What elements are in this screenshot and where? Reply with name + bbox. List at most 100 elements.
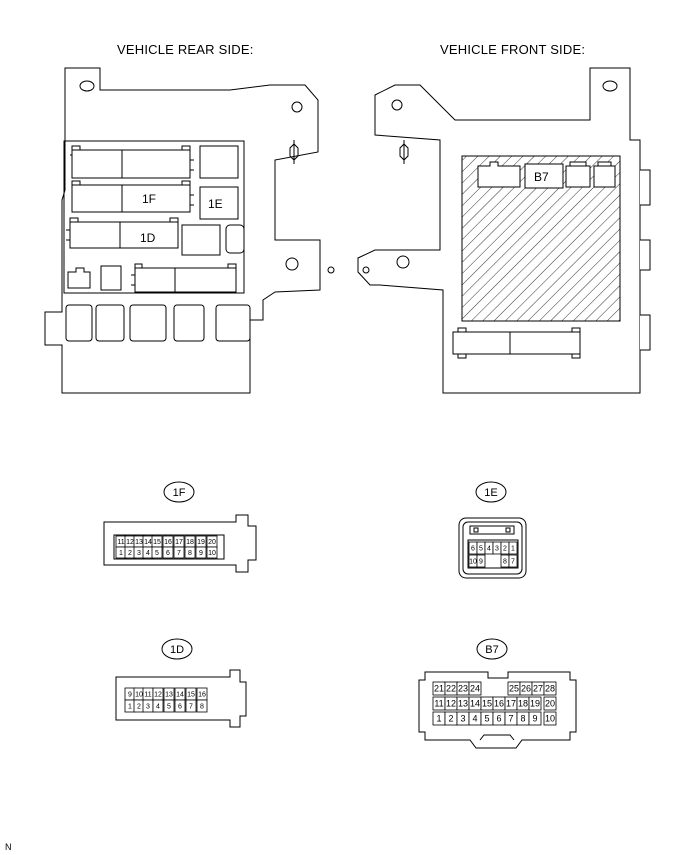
pin-cell bbox=[528, 711, 542, 726]
pin-1d-13: 13 bbox=[165, 692, 173, 699]
pin-cell bbox=[528, 696, 542, 711]
pin-1f-20: 20 bbox=[208, 539, 216, 546]
pin-cell bbox=[543, 711, 557, 726]
pin-1e-4: 4 bbox=[487, 546, 491, 553]
pin-1d-15: 15 bbox=[187, 692, 195, 699]
pin-b7-19: 19 bbox=[530, 699, 540, 709]
pin-1f-7: 7 bbox=[177, 550, 181, 557]
pin-1f-15: 15 bbox=[153, 539, 161, 546]
pin-cell bbox=[476, 554, 486, 568]
pin-1d-8: 8 bbox=[200, 704, 204, 711]
rear-junction-block: 1F 1E 1D bbox=[44, 67, 335, 394]
pin-b7-28: 28 bbox=[545, 684, 555, 694]
pin-b7-26: 26 bbox=[521, 684, 531, 694]
pin-b7-18: 18 bbox=[518, 699, 528, 709]
front-side-title: VEHICLE FRONT SIDE: bbox=[440, 42, 586, 57]
pin-cell bbox=[152, 699, 164, 713]
pin-b7-12: 12 bbox=[446, 699, 456, 709]
pin-b7-27: 27 bbox=[533, 684, 543, 694]
pin-b7-17: 17 bbox=[506, 699, 516, 709]
pin-1d-12: 12 bbox=[154, 692, 162, 699]
pin-cell bbox=[508, 541, 518, 555]
connector-1f-tag: 1F bbox=[173, 487, 186, 499]
pin-1f-13: 13 bbox=[135, 539, 143, 546]
pin-b7-4: 4 bbox=[472, 714, 477, 724]
front-junction-block: B7 bbox=[357, 67, 651, 394]
pin-b7-1: 1 bbox=[436, 714, 441, 724]
pin-1f-16: 16 bbox=[164, 539, 172, 546]
pin-1f-3: 3 bbox=[137, 550, 141, 557]
pin-b7-11: 11 bbox=[434, 699, 443, 709]
pin-cell bbox=[543, 681, 557, 696]
pin-b7-8: 8 bbox=[520, 714, 525, 724]
connector-1f: 1F bbox=[103, 481, 257, 573]
pin-b7-21: 21 bbox=[434, 684, 444, 694]
pin-cell bbox=[174, 699, 186, 713]
pin-b7-7: 7 bbox=[508, 714, 513, 724]
pin-1d-6: 6 bbox=[178, 704, 182, 711]
pin-1f-2: 2 bbox=[128, 550, 132, 557]
pin-1d-14: 14 bbox=[176, 692, 184, 699]
connector-1d-tag: 1D bbox=[170, 644, 184, 656]
pin-b7-23: 23 bbox=[458, 684, 468, 694]
pin-1d-16: 16 bbox=[198, 692, 206, 699]
pin-1e-3: 3 bbox=[495, 546, 499, 553]
pin-cell bbox=[508, 554, 518, 568]
pin-cell bbox=[468, 681, 482, 696]
pin-1d-4: 4 bbox=[156, 704, 160, 711]
pin-1e-8: 8 bbox=[503, 559, 507, 566]
pin-b7-6: 6 bbox=[496, 714, 501, 724]
pin-1d-11: 11 bbox=[144, 692, 151, 699]
pin-1f-19: 19 bbox=[197, 539, 205, 546]
pin-1f-11: 11 bbox=[117, 539, 124, 546]
pin-1d-9: 9 bbox=[128, 692, 132, 699]
pin-1d-10: 10 bbox=[135, 692, 143, 699]
connector-b7-label: B7 bbox=[534, 170, 549, 184]
pin-b7-13: 13 bbox=[458, 699, 468, 709]
pin-1f-14: 14 bbox=[144, 539, 152, 546]
pin-1d-2: 2 bbox=[137, 704, 141, 711]
pin-cell bbox=[196, 699, 208, 713]
connector-1d-label: 1D bbox=[140, 231, 156, 245]
pin-b7-2: 2 bbox=[448, 714, 453, 724]
pin-1f-4: 4 bbox=[146, 550, 150, 557]
pin-b7-22: 22 bbox=[446, 684, 456, 694]
pin-1e-6: 6 bbox=[471, 546, 475, 553]
pin-cell bbox=[184, 546, 196, 559]
pin-1f-8: 8 bbox=[188, 550, 192, 557]
pin-b7-20: 20 bbox=[545, 699, 555, 709]
pin-cell bbox=[206, 546, 218, 559]
pin-1e-10: 10 bbox=[469, 559, 477, 566]
pin-1e-1: 1 bbox=[511, 546, 515, 553]
pin-1f-1: 1 bbox=[119, 550, 123, 557]
pin-1f-5: 5 bbox=[155, 550, 159, 557]
pin-1f-6: 6 bbox=[166, 550, 170, 557]
connector-1d: 1D bbox=[115, 638, 247, 728]
pin-b7-15: 15 bbox=[482, 699, 492, 709]
pin-1e-9: 9 bbox=[479, 559, 483, 566]
pin-b7-14: 14 bbox=[470, 699, 480, 709]
pin-cell bbox=[163, 699, 175, 713]
connector-1e-tag: 1E bbox=[484, 487, 497, 499]
pin-1d-7: 7 bbox=[189, 704, 193, 711]
pin-1e-2: 2 bbox=[503, 546, 507, 553]
rear-side-title: VEHICLE REAR SIDE: bbox=[117, 42, 254, 57]
pin-1d-5: 5 bbox=[167, 704, 171, 711]
pin-cell bbox=[162, 546, 174, 559]
pin-b7-24: 24 bbox=[470, 684, 480, 694]
pin-1f-17: 17 bbox=[175, 539, 183, 546]
pin-cell bbox=[173, 546, 185, 559]
pin-1f-18: 18 bbox=[186, 539, 194, 546]
pin-b7-9: 9 bbox=[532, 714, 537, 724]
connector-1e-label: 1E bbox=[208, 197, 223, 211]
pin-1f-10: 10 bbox=[208, 550, 216, 557]
pin-cell bbox=[151, 546, 163, 559]
pin-b7-5: 5 bbox=[484, 714, 489, 724]
pin-1e-7: 7 bbox=[511, 559, 515, 566]
pin-1d-3: 3 bbox=[146, 704, 150, 711]
pin-1f-9: 9 bbox=[199, 550, 203, 557]
pin-b7-10: 10 bbox=[545, 714, 555, 724]
pin-cell bbox=[543, 696, 557, 711]
